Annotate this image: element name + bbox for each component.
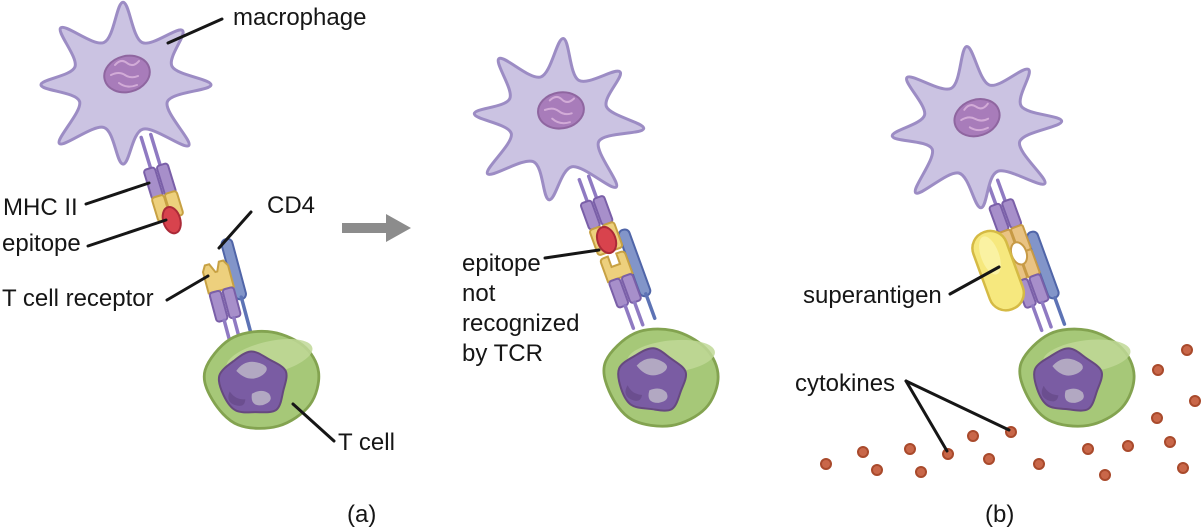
cytokine-dot [1177, 462, 1189, 474]
cytokine-dot [1082, 443, 1094, 455]
leader-macrophage [166, 17, 224, 45]
label-superantigen: superantigen [803, 282, 942, 309]
t-cell [199, 326, 324, 434]
annotation-line: recognized [462, 310, 579, 337]
epitope-shape [595, 225, 618, 255]
annotation-line: by TCR [462, 340, 543, 367]
cytokine-dot [942, 448, 954, 460]
mhc-tcr-interaction [577, 174, 657, 330]
cd4-stalk [644, 292, 657, 321]
mhc-ii-receptor [139, 132, 184, 235]
mhc-stalk [149, 132, 164, 171]
transition-arrow [342, 214, 411, 242]
cd4-stalk [1053, 296, 1067, 326]
cytokine-dot [1099, 469, 1111, 481]
epitope-shape [161, 206, 182, 235]
tcr-constant-region [208, 289, 229, 323]
tcr-constant-region [621, 273, 642, 304]
tcr-variable-region [201, 259, 236, 295]
macrophage-cell [465, 29, 653, 209]
t-cell [599, 324, 722, 431]
label-t-cell: T cell [338, 429, 395, 456]
macrophage-cell [39, 0, 213, 166]
cytokine-dot [1033, 458, 1045, 470]
annotation-line: epitope [462, 250, 541, 277]
tcr-constant-region [221, 286, 242, 320]
panel-a-tag: (a) [347, 501, 376, 528]
cytokine-dot [904, 443, 916, 455]
label-cytokines: cytokines [795, 370, 895, 397]
cytokine-dot [1189, 395, 1201, 407]
label-mhc-ii: MHC II [3, 194, 78, 221]
cytokine-dot [1151, 412, 1163, 424]
label-epitope: epitope [2, 230, 81, 257]
label-cd4: CD4 [267, 192, 315, 219]
superantigen-highlight [979, 236, 1001, 275]
cytokine-dot [1164, 436, 1176, 448]
leader-epitope [86, 218, 168, 248]
tcr-stalk [623, 303, 636, 330]
leader-superantigen [948, 265, 1001, 296]
leader-cytokines-2 [904, 379, 1011, 432]
t-cell-receptor-complex [201, 237, 254, 348]
cytokine-dot [857, 446, 869, 458]
cd4-stalk [239, 295, 254, 338]
label-t-cell-receptor: T cell receptor [2, 285, 154, 312]
macrophage-cell [883, 37, 1071, 217]
t-cell [1016, 325, 1138, 430]
label-macrophage: macrophage [233, 4, 366, 31]
cytokine-dot [1122, 440, 1134, 452]
mhc-stalk [139, 135, 154, 174]
cytokine-dot [820, 458, 832, 470]
annotation-line: not [462, 280, 496, 307]
leader-epitope-not-recognized [543, 248, 601, 260]
panel-b: superantigen cytokines (b) [795, 37, 1201, 528]
leader-cd4 [217, 210, 253, 250]
cytokine-dot [967, 430, 979, 442]
cytokine-dot [1152, 364, 1164, 376]
cytokine-dot [983, 453, 995, 465]
tcr-stalk [1031, 304, 1044, 333]
cytokine-dot [1181, 344, 1193, 356]
panel-middle: epitope not recognized by TCR [462, 29, 722, 431]
leader-t-cell-receptor [165, 274, 210, 302]
panel-b-tag: (b) [985, 501, 1014, 528]
leader-mhc-ii [84, 181, 151, 206]
tcr-stalk [1040, 300, 1053, 329]
cytokine-dots [820, 344, 1201, 481]
tcr-stalk [632, 300, 645, 327]
leader-cytokines-1 [904, 379, 949, 453]
superantigen-bridge-complex [971, 178, 1067, 333]
leader-t-cell [291, 402, 336, 443]
cytokine-dot [915, 466, 927, 478]
panel-a: macrophage MHC II epitope CD4 T cell rec… [2, 0, 395, 528]
tcr-variable-region [599, 250, 634, 284]
cytokine-dot [871, 464, 883, 476]
